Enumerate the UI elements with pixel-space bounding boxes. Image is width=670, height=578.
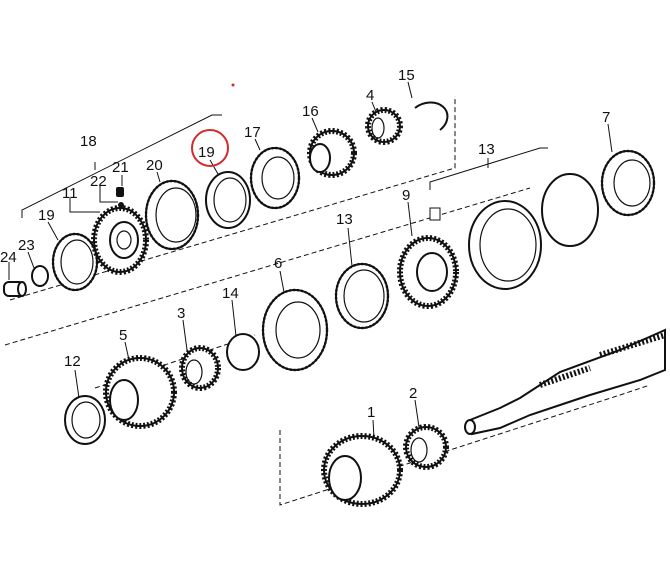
label-17: 17 [244, 124, 261, 141]
label-14: 14 [222, 285, 239, 302]
part-9-detent [429, 207, 441, 221]
label-12: 12 [64, 353, 81, 370]
part-22-detent-ball [118, 202, 124, 208]
part-17-synchro-ring [249, 146, 301, 210]
label-16: 16 [302, 103, 319, 120]
part-6-synchro-ring [261, 288, 329, 372]
part-9-synchro-hub [397, 235, 459, 309]
label-22: 22 [90, 173, 107, 190]
part-13-synchro-ring-middle [334, 262, 390, 330]
label-24: 24 [0, 249, 17, 266]
leader-lines [8, 81, 613, 439]
label-2: 2 [409, 385, 417, 402]
part-11-synchro-hub [91, 205, 149, 275]
label-19-highlighted: 19 [198, 144, 215, 161]
label-4: 4 [366, 87, 374, 104]
label-1: 1 [367, 404, 375, 421]
part-1-gear [321, 433, 403, 507]
part-15-snap-ring [414, 101, 449, 131]
label-11: 11 [62, 185, 78, 202]
label-21: 21 [112, 159, 129, 176]
label-6: 6 [274, 255, 282, 272]
part-19-synchro-ring-right [205, 171, 251, 229]
part-19-synchro-ring-left [51, 232, 99, 292]
part-16-gear [307, 128, 357, 178]
label-13-top: 13 [478, 141, 495, 158]
part-14-snap-ring [226, 333, 260, 371]
part-12-thrust-washer [64, 395, 106, 445]
label-15: 15 [398, 67, 415, 84]
part-4-needle-bearing [365, 107, 403, 145]
upper-frame-line [9, 96, 456, 301]
part-13-synchro-ring-right [541, 173, 599, 247]
red-dot-mark [231, 83, 235, 87]
part-24-pin [3, 281, 27, 297]
part-20-sleeve [144, 179, 200, 251]
upper-frame-lower-edge [4, 187, 531, 346]
bracket-13 [429, 147, 548, 190]
part-21-spring [116, 187, 124, 197]
output-shaft [464, 328, 666, 436]
label-7: 7 [602, 109, 610, 126]
label-9: 9 [402, 187, 410, 204]
callout-labels: 24 23 19 11 22 21 18 20 19 17 16 4 15 13… [0, 67, 610, 421]
part-3-needle-bearing [179, 345, 221, 391]
label-13-middle: 13 [336, 211, 353, 228]
highlight-circle [191, 129, 229, 167]
part-2-needle-bearing [403, 424, 449, 470]
part-13-sleeve [468, 200, 542, 290]
lower-frame-line [279, 384, 651, 506]
label-20: 20 [146, 157, 163, 174]
bracket-18 [21, 114, 222, 218]
label-3: 3 [177, 305, 185, 322]
part-7-synchro-ring [600, 149, 656, 217]
label-5: 5 [119, 327, 127, 344]
label-18: 18 [80, 133, 97, 150]
part-23-snap-ring [31, 265, 49, 287]
label-23: 23 [18, 237, 35, 254]
label-19-left: 19 [38, 207, 55, 224]
part-5-gear [103, 355, 177, 429]
